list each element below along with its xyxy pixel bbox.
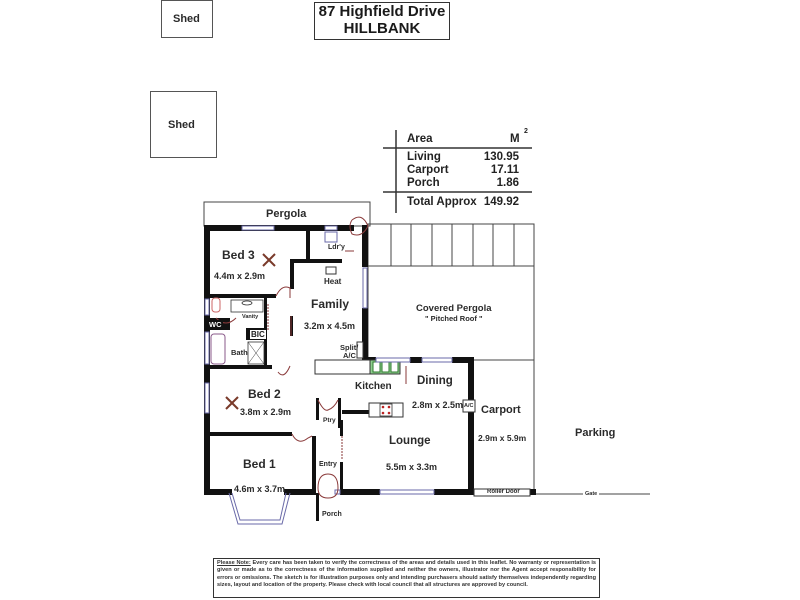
vanity-label: Vanity bbox=[242, 314, 259, 320]
gate-label: Gate bbox=[583, 491, 600, 497]
pantry-label: Ptry bbox=[323, 417, 336, 424]
area-header-label: Area bbox=[407, 133, 433, 145]
wc-label: WC bbox=[208, 320, 223, 329]
disclaimer-lead: Please Note: bbox=[217, 560, 251, 566]
disclaimer-box: Please Note: Every care has been taken t… bbox=[213, 558, 600, 598]
covered-pergola-note: " Pitched Roof " bbox=[425, 314, 483, 323]
area-carport-value: 17.11 bbox=[490, 164, 519, 176]
address-title-box: 87 Highfield Drive HILLBANK bbox=[314, 2, 450, 40]
lounge-dims: 5.5m x 3.3m bbox=[386, 462, 438, 472]
carport-dims: 2.9m x 5.9m bbox=[478, 433, 527, 443]
covered-pergola-outline bbox=[367, 223, 535, 361]
area-living-label: Living bbox=[407, 151, 441, 163]
carport-label: Carport bbox=[481, 404, 521, 416]
family-dims: 3.2m x 4.5m bbox=[304, 321, 356, 331]
area-total-label: Total Approx bbox=[407, 196, 477, 208]
covered-pergola-label: Covered Pergola bbox=[416, 303, 492, 314]
address-street: 87 Highfield Drive bbox=[318, 3, 446, 20]
area-total-value: 149.92 bbox=[483, 196, 519, 208]
bath-label: Bath bbox=[231, 348, 248, 357]
roller-door-label: Roller Door bbox=[487, 489, 520, 495]
fan-markers bbox=[225, 253, 276, 410]
area-porch-label: Porch bbox=[407, 177, 440, 189]
shed-large: Shed bbox=[150, 91, 217, 158]
bed1-label: Bed 1 bbox=[243, 457, 276, 471]
bed3-dims: 4.4m x 2.9m bbox=[214, 271, 266, 281]
split-ac-label-line2: A/C bbox=[343, 351, 356, 360]
area-porch-value: 1.86 bbox=[496, 177, 519, 189]
bic-label: BIC bbox=[250, 330, 266, 339]
area-unit: M bbox=[510, 133, 520, 145]
area-living-value: 130.95 bbox=[483, 151, 519, 163]
kitchen-label: Kitchen bbox=[355, 381, 392, 392]
lounge-label: Lounge bbox=[389, 435, 431, 447]
dining-label: Dining bbox=[417, 375, 453, 387]
disclaimer-text: Every care has been taken to verify the … bbox=[217, 560, 596, 589]
bed2-dims: 3.8m x 2.9m bbox=[240, 407, 292, 417]
porch-label: Porch bbox=[322, 511, 342, 518]
area-carport-label: Carport bbox=[407, 164, 449, 176]
shed-small: Shed bbox=[161, 0, 213, 38]
pergola-label: Pergola bbox=[266, 208, 307, 220]
family-label: Family bbox=[311, 297, 350, 311]
dining-dims: 2.8m x 2.5m bbox=[412, 400, 464, 410]
laundry-label: Ldr'y bbox=[328, 244, 345, 251]
area-unit-superscript: 2 bbox=[524, 128, 528, 135]
bed1-dims: 4.6m x 3.7m bbox=[234, 484, 286, 494]
parking-label: Parking bbox=[575, 427, 616, 439]
ac-label: A/C bbox=[464, 403, 474, 409]
bed3-label: Bed 3 bbox=[222, 248, 255, 262]
shed-label: Shed bbox=[168, 119, 195, 131]
entry-label: Entry bbox=[319, 461, 337, 468]
shed-label: Shed bbox=[173, 13, 200, 25]
door-swings bbox=[215, 216, 407, 499]
windows bbox=[204, 225, 453, 495]
bed2-label: Bed 2 bbox=[248, 387, 281, 401]
address-suburb: HILLBANK bbox=[343, 20, 421, 37]
split-ac-label-line1: Split/ bbox=[340, 343, 359, 352]
heat-label: Heat bbox=[324, 277, 342, 286]
